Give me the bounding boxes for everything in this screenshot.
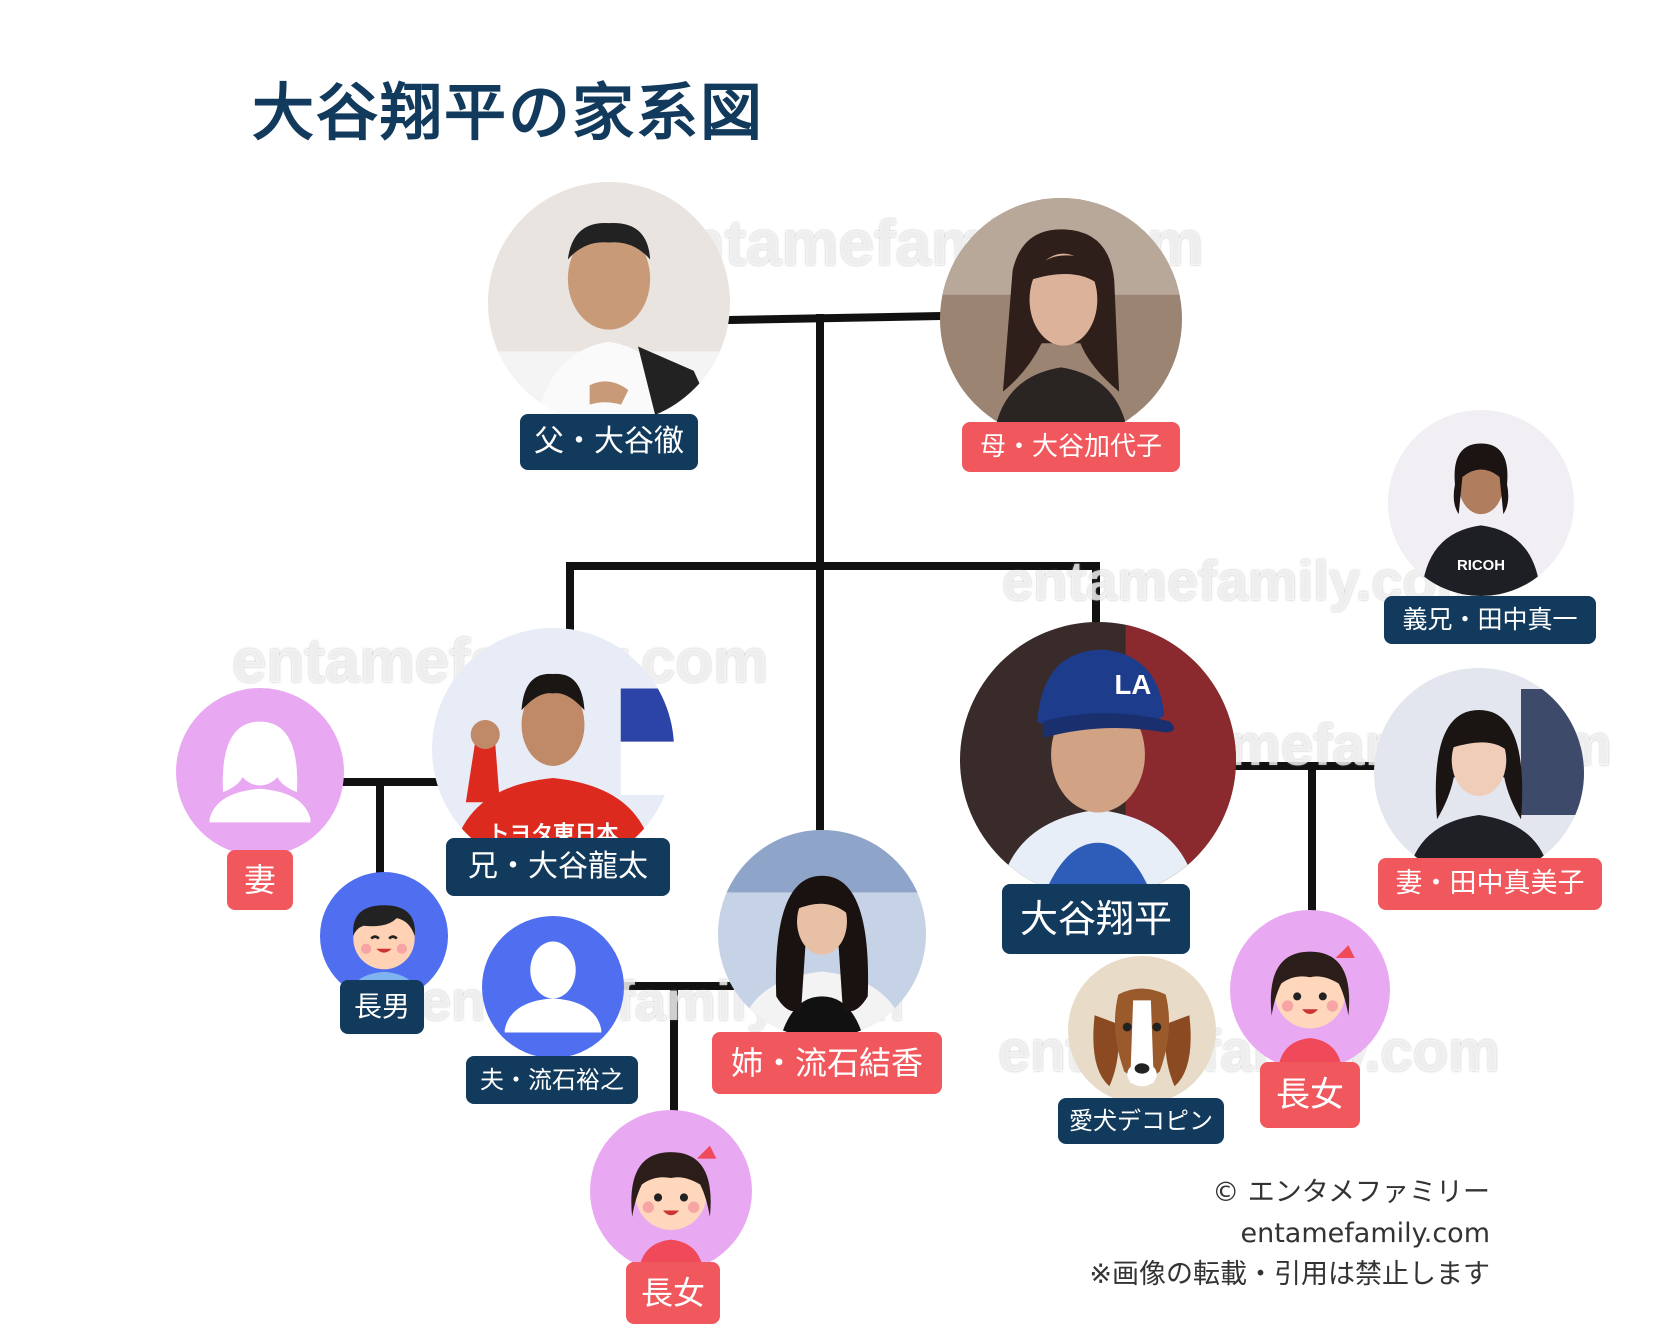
credit-line: © エンタメファミリー [1212, 1177, 1490, 1208]
mother-photo [940, 198, 1182, 440]
brother-wife-label: 妻 [227, 850, 293, 910]
shohei-photo: LA [960, 622, 1236, 898]
brother-in-law-label: 義兄・田中真一 [1384, 596, 1596, 644]
dog-label: 愛犬デコピン [1058, 1098, 1224, 1144]
brother-son-label: 長男 [340, 980, 424, 1034]
credit-url: entamefamily.com [1240, 1218, 1491, 1249]
shohei-wife-label: 妻・田中真美子 [1378, 858, 1602, 910]
female-silhouette-icon [176, 688, 344, 856]
brother-label: 兄・大谷龍太 [446, 838, 670, 896]
father-photo [488, 182, 730, 424]
sister-daughter-label: 長女 [626, 1262, 720, 1324]
page-title: 大谷翔平の家系図 [252, 76, 765, 149]
dog-photo [1068, 956, 1216, 1104]
rugby-player-photo: RICOH [1388, 410, 1574, 596]
shohei-label: 大谷翔平 [1002, 884, 1190, 954]
svg-text:RICOH: RICOH [1457, 558, 1505, 574]
girl-icon [1230, 910, 1390, 1070]
wife-photo [1374, 668, 1584, 878]
boy-icon [320, 872, 448, 1000]
credit-notice: ※画像の転載・引用は禁止します [1089, 1259, 1490, 1290]
father-label: 父・大谷徹 [520, 414, 698, 470]
mother-label: 母・大谷加代子 [962, 422, 1180, 472]
sister-photo [718, 830, 926, 1038]
copyright-credit: © エンタメファミリー entamefamily.com ※画像の転載・引用は禁… [1089, 1172, 1490, 1295]
brother-photo: トヨタ東日本 [432, 628, 674, 870]
sister-husband-label: 夫・流石裕之 [466, 1056, 638, 1104]
parents-link [723, 311, 949, 325]
sister-label: 姉・流石結香 [712, 1032, 942, 1094]
svg-text:LA: LA [1115, 669, 1152, 700]
girl-icon [590, 1110, 752, 1272]
shohei-daughter-label: 長女 [1260, 1062, 1360, 1128]
male-silhouette-icon [482, 916, 624, 1058]
